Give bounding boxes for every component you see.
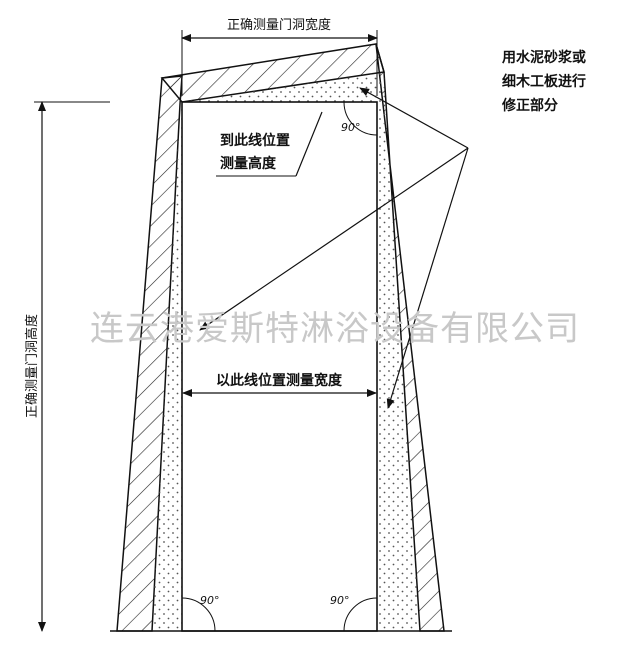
height-callout-leader <box>295 111 323 177</box>
top-width-label: 正确测量门洞宽度 <box>227 17 331 33</box>
top-correction-fill <box>182 72 385 102</box>
correction-arrow-top <box>359 87 469 149</box>
height-callout-line1: 到此线位置 <box>220 132 290 149</box>
correction-arrow-right <box>386 147 469 409</box>
mid-width-label: 以此线位置测量宽度 <box>216 372 343 389</box>
right-correction-fill <box>377 102 420 631</box>
angle-arc-bottom-left <box>181 597 216 632</box>
height-callout-line2: 测量高度 <box>220 155 277 172</box>
company-watermark: 连云港爱斯特淋浴设备有限公司 <box>90 309 580 349</box>
left-height-label: 正确测量门洞高度 <box>24 314 40 418</box>
correction-label-line2: 细木工板进行 <box>502 73 586 90</box>
angle-arc-top <box>343 101 378 136</box>
angle-label-bottom-left: 90° <box>200 594 220 607</box>
angle-label-bottom-right: 90° <box>330 594 350 607</box>
corrected-opening <box>181 101 378 632</box>
correction-arrow-left <box>199 147 469 331</box>
correction-label-line3: 修正部分 <box>501 97 558 114</box>
correction-label-line1: 用水泥砂浆或 <box>502 49 586 66</box>
left-correction-fill <box>152 102 182 631</box>
angle-label-top: 90° <box>341 121 361 134</box>
angle-arc-bottom-right <box>343 597 378 632</box>
